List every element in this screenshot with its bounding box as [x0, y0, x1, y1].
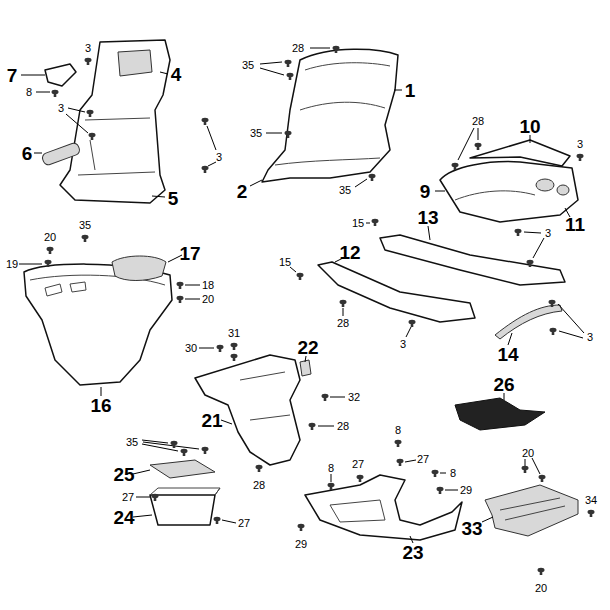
callout-number: 35 [242, 60, 254, 71]
box [150, 495, 215, 525]
callout-number: 35 [126, 437, 138, 448]
callout-number: 11 [565, 215, 585, 234]
callout-number: 32 [348, 392, 360, 403]
callout-number: 25 [113, 465, 134, 484]
callout-number: 3 [587, 332, 593, 343]
leader-lines [19, 48, 584, 543]
callout-number: 3 [58, 103, 64, 114]
callout-number: 35 [339, 185, 351, 196]
inner-shield-detail [78, 118, 155, 175]
seat-bucket [24, 264, 172, 385]
clip [300, 360, 311, 376]
callout-number: 3 [545, 228, 551, 239]
callout-number: 18 [202, 280, 214, 291]
front-shield-body [262, 49, 398, 182]
floor-panel-detail [330, 500, 385, 522]
screws [45, 46, 595, 575]
rear-detail [455, 191, 535, 200]
rear-cover-body [440, 162, 578, 222]
callout-number: 10 [519, 117, 540, 136]
lower-tunnel-detail [240, 372, 290, 420]
callout-number: 34 [585, 495, 597, 506]
callout-number: 27 [417, 454, 429, 465]
callout-number: 20 [202, 294, 214, 305]
callout-number: 8 [395, 425, 401, 436]
callout-number: 7 [7, 66, 18, 85]
side-strip [318, 262, 475, 322]
trim-strip [495, 305, 562, 339]
callout-number: 30 [185, 343, 197, 354]
callout-number: 21 [201, 411, 222, 430]
callout-number: 19 [6, 259, 18, 270]
callout-number: 2 [237, 182, 248, 201]
side-strip [380, 235, 565, 285]
callout-number: 5 [168, 189, 179, 208]
callout-number: 9 [420, 182, 431, 201]
callout-number: 28 [253, 480, 265, 491]
callout-number: 24 [113, 508, 134, 527]
callout-number: 20 [44, 232, 56, 243]
seat-bucket-body [24, 264, 172, 385]
box-detail [150, 488, 220, 495]
callout-number: 26 [493, 375, 514, 394]
inner-shield-body [60, 40, 170, 203]
callout-number: 29 [460, 485, 472, 496]
callout-number: 8 [26, 87, 32, 98]
callout-number: 27 [352, 459, 364, 470]
callout-number: 20 [522, 448, 534, 459]
callout-number: 6 [22, 144, 33, 163]
lid [112, 256, 166, 281]
callout-number: 33 [461, 519, 482, 538]
callout-number: 15 [352, 218, 364, 229]
callout-number: 8 [328, 463, 334, 474]
front-shield [262, 49, 398, 182]
callout-number: 3 [216, 152, 222, 163]
floor-panel [305, 475, 462, 540]
callout-number: 17 [179, 244, 200, 263]
grip-strip [41, 142, 81, 166]
foot-mat [455, 398, 545, 430]
rear-top-piece [470, 140, 570, 166]
rear-hole [557, 185, 569, 195]
callout-number: 29 [295, 539, 307, 550]
callout-number: 35 [79, 220, 91, 231]
callout-number: 20 [535, 583, 547, 594]
callout-number: 12 [339, 243, 360, 262]
callout-number: 31 [228, 328, 240, 339]
rear-cover [440, 140, 578, 222]
callout-number: 28 [337, 421, 349, 432]
callout-number: 35 [250, 128, 262, 139]
callout-number: 13 [417, 208, 438, 227]
callout-number: 4 [171, 65, 182, 84]
callout-number: 28 [337, 318, 349, 329]
bracket [45, 64, 76, 86]
callout-number: 27 [238, 518, 250, 529]
callout-number: 22 [297, 338, 318, 357]
callout-number: 8 [450, 468, 456, 479]
callout-number: 28 [292, 43, 304, 54]
callout-number: 14 [497, 345, 518, 364]
inner-shield [60, 40, 170, 203]
callout-number: 1 [405, 81, 416, 100]
belly-pan-detail [500, 498, 565, 520]
front-shield-detail [275, 63, 390, 165]
rear-hole [536, 179, 554, 191]
callout-number: 15 [279, 257, 291, 268]
plate [150, 460, 215, 478]
belly-pan [485, 485, 578, 536]
callout-number: 3 [577, 139, 583, 150]
callout-number: 23 [402, 543, 423, 562]
callout-number: 3 [85, 43, 91, 54]
callout-number: 16 [90, 396, 111, 415]
callout-number: 3 [400, 339, 406, 350]
callout-number: 28 [472, 116, 484, 127]
inner-shield-opening [118, 50, 152, 76]
lower-tunnel [195, 355, 300, 465]
callout-number: 27 [122, 492, 134, 503]
